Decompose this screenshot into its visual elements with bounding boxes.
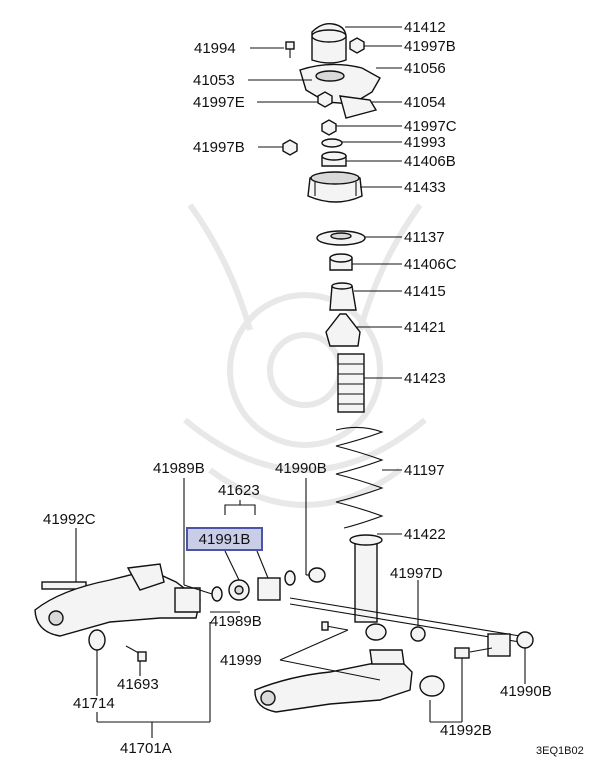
bolt-41994 — [285, 41, 295, 58]
label-41423: 41423 — [404, 370, 446, 387]
label-41993: 41993 — [404, 134, 446, 151]
washer-41989B — [211, 586, 223, 602]
label-41422: 41422 — [404, 526, 446, 543]
coil-spring-41197 — [335, 426, 384, 529]
lower-arm-right — [254, 649, 445, 713]
label-41053: 41053 — [193, 72, 235, 89]
label-41197: 41197 — [404, 462, 445, 479]
label-41997E: 41997E — [193, 94, 245, 111]
bushing-41990B-bot — [487, 631, 534, 657]
label-41990B-bot: 41990B — [500, 683, 552, 700]
highlighted-part-41991B[interactable]: 41991B — [186, 527, 263, 551]
sleeve-41623 — [257, 577, 281, 601]
label-41997B-top: 41997B — [404, 38, 456, 55]
leader-lines — [75, 26, 526, 738]
label-41989B-top: 41989B — [153, 460, 205, 477]
label-41433: 41433 — [404, 179, 446, 196]
nut-41997B-top — [349, 37, 365, 54]
label-41997B-mid: 41997B — [193, 139, 245, 156]
watermark-emblem — [183, 203, 427, 508]
label-41992C: 41992C — [43, 511, 96, 528]
label-41412: 41412 — [404, 19, 446, 36]
label-41693: 41693 — [117, 676, 159, 693]
label-41415: 41415 — [404, 283, 446, 300]
label-41406B: 41406B — [404, 153, 456, 170]
bushing-41406B — [321, 151, 347, 167]
nut-41997D — [410, 626, 426, 642]
label-41997C: 41997C — [404, 118, 457, 135]
top-mount-cap — [311, 22, 347, 64]
bump-stop-41415 — [329, 282, 357, 311]
bracket-41989B-top — [174, 587, 201, 613]
label-41714: 41714 — [73, 695, 115, 712]
bolt-41992C — [41, 540, 87, 590]
bushing-41991B — [228, 579, 250, 601]
label-41054: 41054 — [404, 94, 446, 111]
washer-41993 — [321, 138, 343, 148]
label-41992B: 41992B — [440, 722, 492, 739]
nut-41997B-mid — [282, 139, 298, 156]
bolt-41999 — [321, 621, 349, 631]
bump-rubber-41421 — [325, 313, 361, 347]
label-41137: 41137 — [404, 229, 445, 246]
spring-seat-41137 — [316, 230, 366, 246]
nut-41990B-top — [308, 567, 326, 583]
washer-41990B-top — [284, 570, 296, 586]
diagram-code: 3EQ1B02 — [536, 745, 584, 757]
bolt-41693 — [125, 645, 147, 662]
label-41421: 41421 — [404, 319, 446, 336]
dust-cover-41423 — [337, 353, 365, 413]
label-41406C: 41406C — [404, 256, 457, 273]
axle-beam — [289, 597, 521, 643]
top-mount-bracket — [299, 63, 381, 119]
shock-absorber-41422 — [349, 534, 387, 641]
label-41701A: 41701A — [120, 740, 172, 757]
bushing-41714 — [88, 629, 106, 651]
label-41623: 41623 — [218, 482, 260, 499]
bolt-41992B — [454, 647, 493, 659]
label-41989B-bot: 41989B — [210, 613, 262, 630]
bushing-41406C — [329, 253, 353, 271]
label-41997D: 41997D — [390, 565, 443, 582]
label-41994: 41994 — [194, 40, 236, 57]
label-41056: 41056 — [404, 60, 446, 77]
nut-41997E — [317, 91, 333, 108]
mount-plate-41433 — [307, 171, 363, 203]
label-41990B-top: 41990B — [275, 460, 327, 477]
label-41999: 41999 — [220, 652, 262, 669]
nut-41997C — [321, 119, 337, 136]
